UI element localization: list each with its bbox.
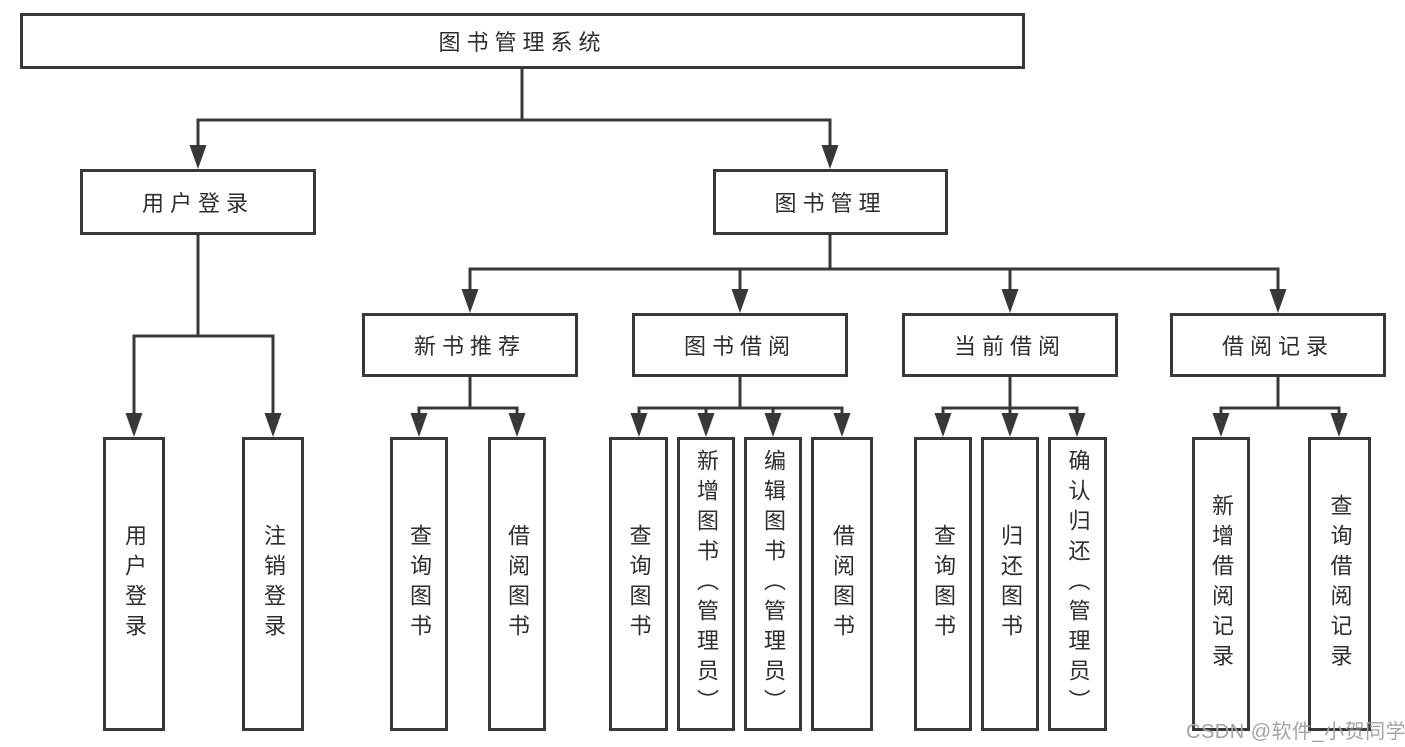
leaf-borrow-query-books: 查询图书	[609, 437, 668, 731]
connector-line	[468, 233, 1280, 293]
leaf-newbook-query-books: 查询图书	[390, 437, 448, 731]
connector-book-mgmt-to-level3	[461, 233, 1287, 313]
connector-line	[417, 375, 519, 417]
leaf-user-login: 用户登录	[103, 437, 165, 731]
connector-book-borrow-to-children	[630, 375, 851, 437]
arrow-down-icon	[1068, 413, 1086, 437]
leaf-current-return-books: 归还图书	[981, 437, 1039, 731]
arrow-down-icon	[821, 145, 839, 169]
arrow-down-icon	[1001, 289, 1019, 313]
arrow-down-icon	[1212, 413, 1230, 437]
connector-line	[1219, 375, 1341, 417]
leaf-record-add-borrow-record: 新增借阅记录	[1192, 437, 1250, 731]
leaf-logout: 注销登录	[242, 437, 304, 731]
leaf-borrow-edit-books-admin: 编辑图书（管理员）	[744, 437, 802, 731]
node-current-borrow: 当前借阅	[902, 313, 1118, 377]
arrow-down-icon	[508, 413, 526, 437]
connector-borrow-record-to-children	[1212, 375, 1348, 437]
leaf-current-query-books: 查询图书	[914, 437, 972, 731]
arrow-down-icon	[125, 413, 143, 437]
connector-line	[637, 375, 844, 417]
connector-root-to-level2	[189, 67, 839, 169]
connector-line	[941, 375, 1079, 417]
connector-line	[196, 67, 832, 149]
arrow-down-icon	[731, 289, 749, 313]
arrow-down-icon	[461, 289, 479, 313]
arrow-down-icon	[630, 413, 648, 437]
arrow-down-icon	[934, 413, 952, 437]
arrow-down-icon	[410, 413, 428, 437]
leaf-record-query-borrow-record: 查询借阅记录	[1308, 437, 1371, 731]
arrow-down-icon	[264, 413, 282, 437]
node-library-management-system: 图书管理系统	[20, 13, 1025, 69]
connector-new-book-to-children	[410, 375, 526, 437]
arrow-down-icon	[189, 145, 207, 169]
arrow-down-icon	[1330, 413, 1348, 437]
leaf-borrow-add-books-admin: 新增图书（管理员）	[677, 437, 735, 731]
connector-line	[132, 233, 275, 417]
connector-current-borrow-to-children	[934, 375, 1086, 437]
arrow-down-icon	[833, 413, 851, 437]
node-book-management: 图书管理	[713, 169, 948, 235]
arrow-down-icon	[764, 413, 782, 437]
connector-user-login-to-children	[125, 233, 282, 437]
arrow-down-icon	[1269, 289, 1287, 313]
leaf-current-confirm-return-admin: 确认归还（管理员）	[1048, 437, 1107, 731]
arrow-down-icon	[1001, 413, 1019, 437]
node-user-login: 用户登录	[80, 169, 316, 235]
node-borrow-record: 借阅记录	[1170, 313, 1386, 377]
leaf-newbook-borrow-books: 借阅图书	[488, 437, 546, 731]
node-new-book-recommend: 新书推荐	[362, 313, 578, 377]
node-book-borrow: 图书借阅	[632, 313, 848, 377]
csdn-watermark: CSDN @软件_小贺同学	[1186, 721, 1405, 743]
arrow-down-icon	[697, 413, 715, 437]
leaf-borrow-borrow-books: 借阅图书	[811, 437, 873, 731]
